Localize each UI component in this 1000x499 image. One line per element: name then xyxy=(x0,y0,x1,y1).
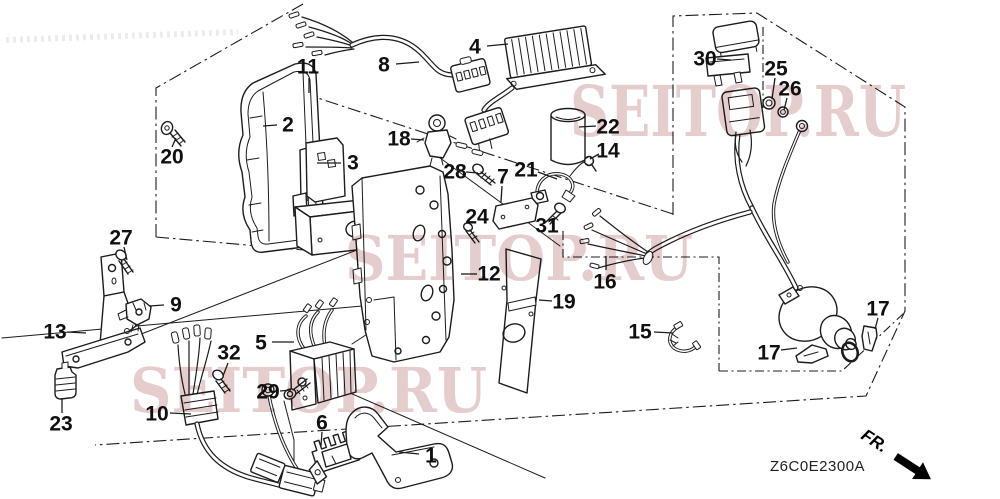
watermark-text-2: SEITOP.RU xyxy=(345,222,693,295)
part-number-labels: 1234567891011121314151617171819202122232… xyxy=(43,36,889,468)
part-7-plate-sketch xyxy=(492,197,539,230)
part-25-nut-sketch xyxy=(762,96,776,110)
diagram-code: Z6C0E2300A xyxy=(770,458,865,475)
part-22-condenser-sketch xyxy=(550,107,586,166)
part-number-label-20: 20 xyxy=(160,146,183,169)
part-number-label-25: 25 xyxy=(764,58,788,81)
part-number-label-4: 4 xyxy=(469,36,481,59)
part-number-label-2: 2 xyxy=(282,114,294,137)
o-ring-sketch xyxy=(840,341,860,363)
part-number-label-18: 18 xyxy=(387,128,411,151)
part-number-label-32: 32 xyxy=(217,342,240,365)
leader-line-4 xyxy=(486,43,509,47)
leader-line-15 xyxy=(653,331,674,334)
leader-line-22 xyxy=(578,125,597,128)
fr-arrow-icon xyxy=(893,453,931,480)
leader-line-27 xyxy=(123,246,128,261)
part-number-label-22: 22 xyxy=(596,116,619,139)
leader-line-10 xyxy=(169,412,192,415)
watermarks: SEITOP.RU SEITOP.RU SEITOP.RU xyxy=(130,70,906,427)
leader-line-19 xyxy=(538,299,553,302)
part-number-label-17: 17 xyxy=(757,342,780,365)
part-number-label-14: 14 xyxy=(596,140,620,163)
leader-line-28 xyxy=(465,171,479,174)
part-number-label-21: 21 xyxy=(514,159,538,182)
part-18-grommet-sketch xyxy=(416,114,457,167)
part-number-label-19: 19 xyxy=(552,291,575,314)
part-23-mount-sketch xyxy=(54,361,77,400)
leader-line-25 xyxy=(771,77,776,100)
part-17-key-left-sketch xyxy=(795,344,829,364)
part-31-screw-sketch xyxy=(545,202,566,225)
leader-line-9 xyxy=(148,304,165,307)
leader-line-21 xyxy=(537,171,558,180)
fr-direction-indicator: FR. xyxy=(858,425,931,480)
leader-line-32 xyxy=(222,362,229,377)
part-number-label-5: 5 xyxy=(255,332,267,355)
part-number-label-1: 1 xyxy=(425,445,437,468)
leader-line-18 xyxy=(410,138,425,141)
fr-label: FR. xyxy=(858,425,891,456)
part-number-label-30: 30 xyxy=(693,48,716,71)
leader-line-6 xyxy=(320,431,323,447)
part-30-fuse-sketch xyxy=(705,20,766,167)
part-16-harness-sketch xyxy=(579,119,809,291)
part-number-label-28: 28 xyxy=(443,161,467,184)
leader-line-7 xyxy=(500,185,503,203)
part-1-bracket-sketch xyxy=(321,406,454,490)
part-26-nut-sketch xyxy=(777,106,789,118)
watermark-text-3: SEITOP.RU xyxy=(130,354,487,427)
part-number-label-7: 7 xyxy=(497,166,509,189)
part-12-panel-sketch xyxy=(351,165,455,363)
part-number-label-17: 17 xyxy=(866,298,889,321)
part-number-label-3: 3 xyxy=(347,152,359,175)
part-number-label-31: 31 xyxy=(535,215,559,238)
part-number-label-10: 10 xyxy=(145,403,168,426)
part-8-cable-sketch xyxy=(288,11,491,93)
part-number-label-9: 9 xyxy=(170,294,182,317)
faint-ghost-text-row xyxy=(5,29,239,43)
part-27-screw-sketch xyxy=(115,249,134,275)
leader-line-17 xyxy=(874,317,879,330)
leader-line-8 xyxy=(395,61,420,65)
part-29-bolt-sketch xyxy=(283,378,311,400)
part-15-clip-sketch xyxy=(668,321,702,353)
part-28-screw-sketch xyxy=(472,163,496,186)
part-21-clamp-sketch xyxy=(530,161,585,205)
part-9-clamp-sketch xyxy=(117,298,152,333)
part-number-label-16: 16 xyxy=(593,271,616,294)
leader-line-2 xyxy=(262,124,278,127)
part-number-label-8: 8 xyxy=(378,54,390,77)
part-19-plate-sketch xyxy=(498,248,542,394)
part-number-label-6: 6 xyxy=(316,412,328,435)
part-5-cdi-sketch xyxy=(289,297,357,411)
part-number-label-11: 11 xyxy=(297,56,320,79)
part-17-key-right-sketch xyxy=(861,325,878,352)
leader-line-20 xyxy=(171,137,177,148)
leader-line-13 xyxy=(66,331,87,334)
part-number-label-29: 29 xyxy=(256,381,279,404)
part-4-regulator-sketch xyxy=(455,25,606,156)
part-number-label-27: 27 xyxy=(109,227,132,250)
leader-lines xyxy=(61,43,879,455)
leader-line-30 xyxy=(716,58,732,61)
part-32-screw-sketch xyxy=(212,369,231,394)
part-number-label-26: 26 xyxy=(778,78,801,101)
part-number-label-12: 12 xyxy=(477,263,500,286)
part-number-label-24: 24 xyxy=(465,206,489,229)
watermark-text-1: SEITOP.RU xyxy=(570,70,906,153)
part-10-cable-sketch xyxy=(170,324,326,497)
part-24-bolt-sketch xyxy=(462,222,480,244)
leader-line-14 xyxy=(589,153,600,160)
part-number-label-13: 13 xyxy=(43,321,66,344)
leader-line-17 xyxy=(780,347,798,351)
part-number-label-15: 15 xyxy=(628,321,652,344)
part-number-label-23: 23 xyxy=(49,413,72,436)
leader-line-26 xyxy=(783,97,788,111)
leader-line-1 xyxy=(398,451,420,455)
leader-line-29 xyxy=(279,389,292,392)
part-20-screw-sketch xyxy=(160,120,186,147)
